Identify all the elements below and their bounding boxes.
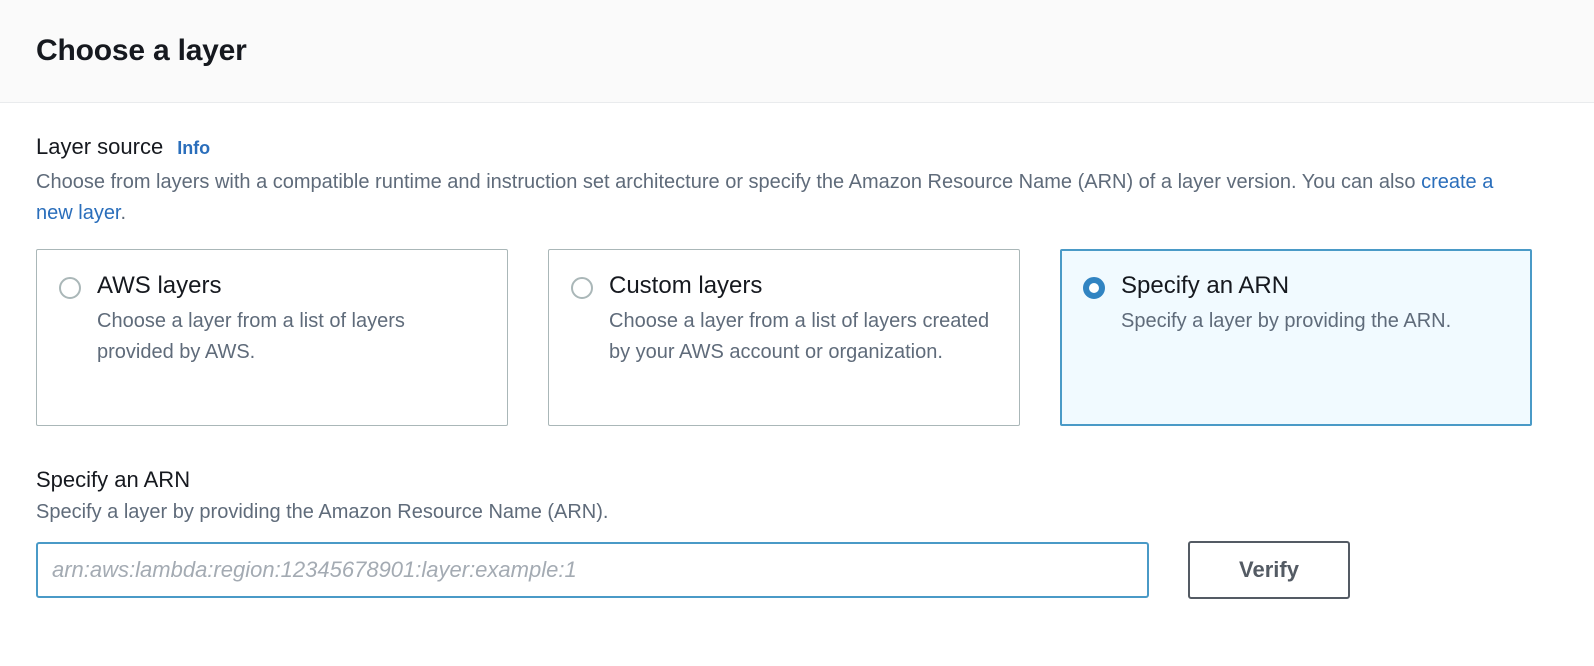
radio-card-custom-layers[interactable]: Custom layers Choose a layer from a list… [548, 248, 1020, 426]
radio-card-custom-layers-description: Choose a layer from a list of layers cre… [609, 310, 990, 364]
radio-icon-aws-layers[interactable] [59, 276, 81, 299]
layer-source-description-text-2: . [120, 201, 127, 224]
radio-card-custom-layers-texts: Custom layers Choose a layer from a list… [609, 272, 997, 369]
create-new-layer-link[interactable]: create a new layer [36, 170, 1494, 224]
arn-input[interactable] [36, 542, 1149, 598]
info-link[interactable]: Info [177, 138, 211, 158]
radio-icon-custom-layers[interactable] [571, 276, 593, 299]
radio-icon-specify-arn[interactable] [1083, 276, 1105, 299]
verify-button[interactable]: Verify [1188, 541, 1350, 599]
radio-card-specify-arn-title: Specify an ARN [1121, 271, 1290, 299]
radio-card-aws-layers-description: Choose a layer from a list of layers pro… [97, 310, 405, 364]
layer-source-label: Layer source [36, 134, 164, 159]
radio-card-aws-layers-texts: AWS layers Choose a layer from a list of… [97, 272, 485, 369]
layer-source-description: Choose from layers with a compatible run… [36, 167, 1506, 229]
radio-card-custom-layers-title: Custom layers [609, 271, 763, 299]
radio-card-aws-layers-title: AWS layers [97, 271, 222, 299]
arn-section-description: Specify a layer by providing the Amazon … [36, 501, 609, 523]
arn-input-row: Verify [36, 541, 1558, 599]
layer-source-description-text-1: Choose from layers with a compatible run… [36, 170, 1422, 193]
layer-source-options: AWS layers Choose a layer from a list of… [36, 248, 1558, 426]
dialog-body: Layer source Info Choose from layers wit… [0, 103, 1594, 599]
layer-source-label-row: Layer source Info [36, 133, 1558, 161]
radio-card-specify-arn-texts: Specify an ARN Specify a layer by provid… [1121, 272, 1451, 338]
radio-card-aws-layers[interactable]: AWS layers Choose a layer from a list of… [36, 248, 508, 426]
radio-card-specify-arn[interactable]: Specify an ARN Specify a layer by provid… [1060, 248, 1532, 426]
radio-card-specify-arn-description: Specify a layer by providing the ARN. [1121, 310, 1452, 333]
page-title: Choose a layer [36, 34, 247, 67]
dialog-header: Choose a layer [0, 0, 1594, 103]
arn-section-title: Specify an ARN [36, 466, 191, 492]
